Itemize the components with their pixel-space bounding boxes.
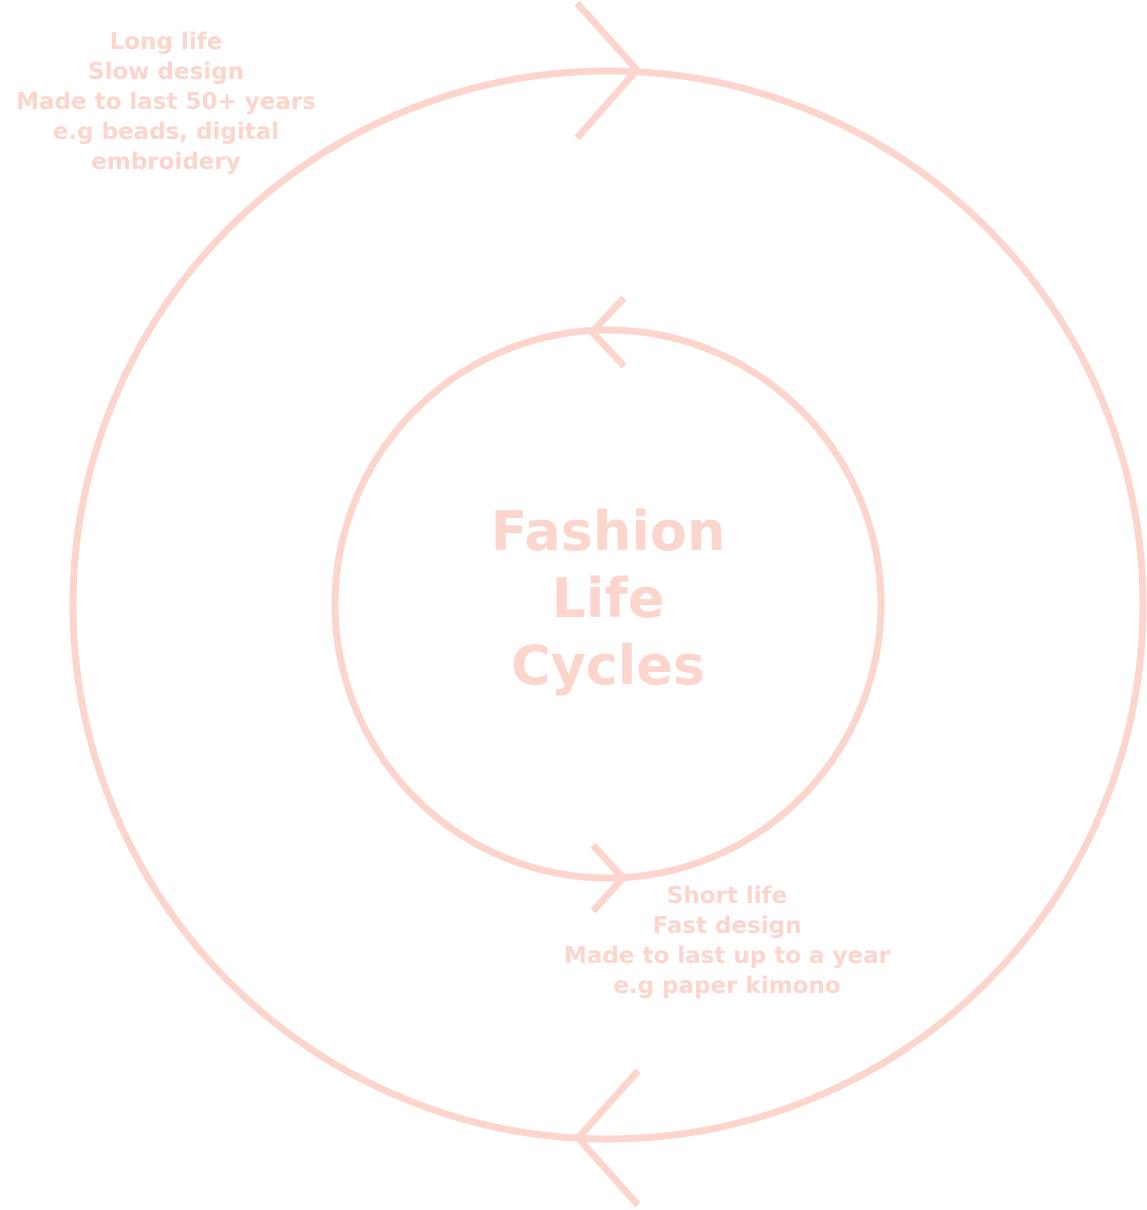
inner-cycle-label: Short life Fast design Made to last up t… <box>547 881 907 1001</box>
diagram-title: Fashion Life Cycles <box>408 498 808 699</box>
inner-bottom-arrow-icon <box>590 842 628 914</box>
outer-label-line: embroidery <box>91 149 241 175</box>
outer-label-line: Slow design <box>88 59 244 85</box>
outer-label-line: Long life <box>109 29 223 55</box>
outer-label-line: e.g beads, digital <box>52 119 280 145</box>
title-line: Cycles <box>510 634 706 697</box>
inner-cycle-ring <box>331 326 885 882</box>
title-line: Fashion <box>490 500 726 563</box>
title-line: Life <box>551 567 665 630</box>
outer-bottom-arrow-icon <box>573 1068 641 1208</box>
inner-label-line: Short life <box>666 883 788 909</box>
inner-label-line: e.g paper kimono <box>613 973 841 999</box>
outer-cycle-label: Long life Slow design Made to last 50+ y… <box>0 27 332 177</box>
outer-label-line: Made to last 50+ years <box>16 89 316 115</box>
inner-label-line: Made to last up to a year <box>563 943 890 969</box>
inner-label-line: Fast design <box>652 913 802 939</box>
inner-top-arrow-icon <box>587 295 627 369</box>
outer-cycle-ring <box>69 67 1147 1143</box>
outer-top-arrow-icon <box>574 0 642 141</box>
